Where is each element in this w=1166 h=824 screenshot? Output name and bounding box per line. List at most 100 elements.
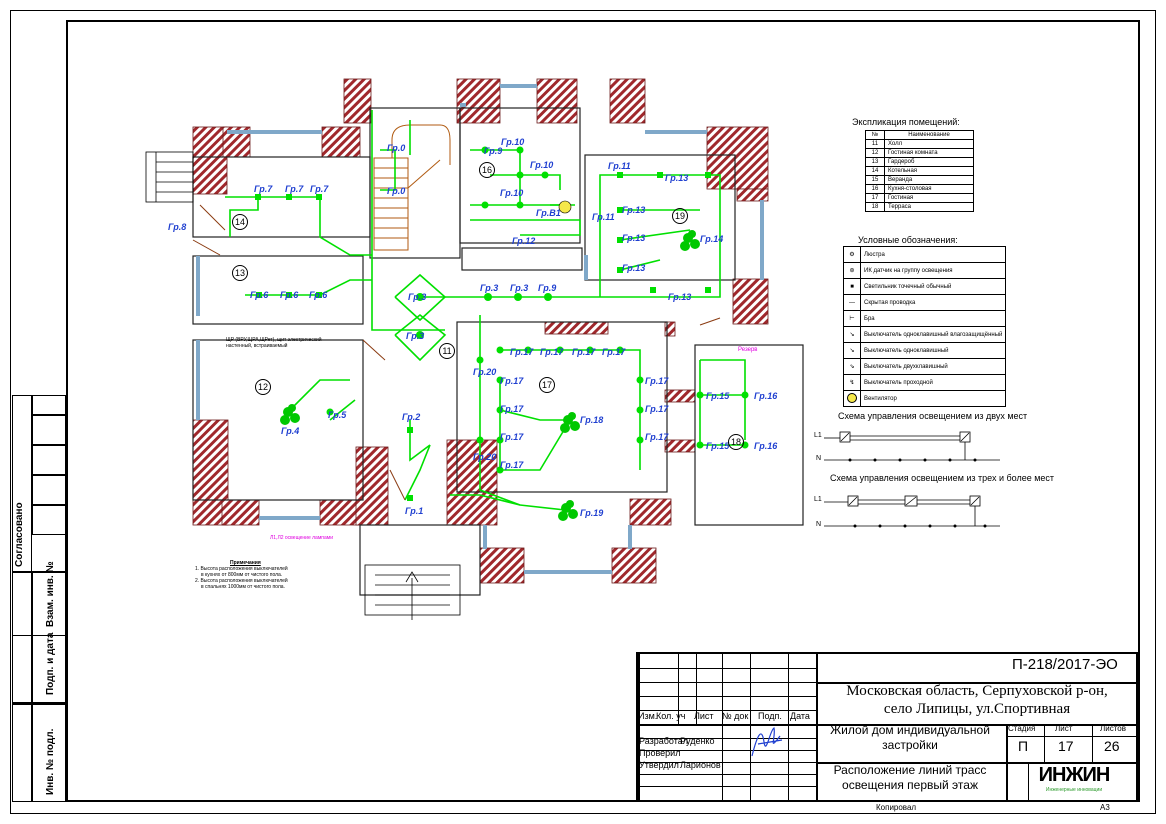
list-item: ⚙Люстра — [843, 246, 1007, 263]
sheet-title: Расположение линий трасс освещения первы… — [833, 763, 987, 792]
checked-label: Проверил — [639, 748, 681, 758]
developer-name: Руденко — [680, 736, 715, 746]
company-logo: ИНЖИН Инженерные инновации — [1030, 764, 1118, 793]
notes-block: Примечания 1. Высота расположения выключ… — [195, 560, 288, 590]
list-item: ↘Выключатель одноклавишный влагозащищённ… — [843, 326, 1007, 343]
group-label: Гр.В1 — [536, 208, 561, 218]
walls — [192, 78, 769, 584]
group-label: Гр.20 — [473, 367, 497, 377]
list-item: ↘Выключатель одноклавишный — [843, 342, 1007, 359]
title-block — [636, 652, 1138, 802]
group-label: Гр.18 — [580, 415, 604, 425]
list-item: ■Светильник точечный обычный — [843, 278, 1007, 295]
col-sign: Подп. — [758, 711, 782, 721]
group-label: Гр.13 — [665, 173, 689, 183]
scheme-two-places — [824, 431, 1000, 462]
group-label: Гр.13 — [622, 205, 646, 215]
reserve-tag: Резерв — [738, 347, 758, 353]
sheet-inner-frame — [66, 20, 1140, 802]
stage-header: Стадия — [1008, 724, 1036, 733]
left-porch-stair — [145, 151, 194, 203]
group-label: Гр.17 — [645, 432, 669, 442]
group-label: Гр.5 — [328, 410, 347, 420]
group-label: Гр.3 — [480, 283, 499, 293]
group-label: Гр.15 — [706, 441, 730, 451]
n-label: N — [816, 455, 822, 462]
logo-subtitle: Инженерные инновации — [1045, 787, 1103, 793]
group-label: Гр.7 — [285, 184, 304, 194]
group-label: Гр.14 — [700, 234, 724, 244]
group-label: Гр.17 — [602, 347, 626, 357]
group-label: Гр.17 — [572, 347, 596, 357]
sheets-value: 26 — [1104, 738, 1120, 754]
group-label: Гр.17 — [500, 432, 524, 442]
group-label: Гр.7 — [310, 184, 329, 194]
group-label: Гр.7 — [254, 184, 273, 194]
group-label: Гр.17 — [510, 347, 534, 357]
chandeliers — [280, 230, 700, 521]
logo-text: ИНЖИН — [1038, 764, 1111, 786]
group-label: Гр.0 — [387, 186, 406, 196]
room-number: 19 — [672, 208, 688, 224]
switch-icon: ↘ — [843, 326, 861, 343]
signature — [751, 727, 783, 757]
list-item: ↯Выключатель проходной — [843, 374, 1007, 391]
sheets-header: Листов — [1100, 724, 1126, 733]
switch-icon: ↘ — [843, 342, 861, 359]
group-label: Гр.9 — [484, 146, 503, 156]
stage-value: П — [1018, 738, 1029, 754]
group-label: Гр.3 — [510, 283, 529, 293]
group-label: Гр.13 — [622, 233, 646, 243]
wall-lamp-icon: ⊢ — [843, 310, 861, 327]
group-label: Гр.17 — [540, 347, 564, 357]
light-points — [255, 146, 749, 501]
n-label: N — [816, 521, 822, 528]
group-label: Гр.2 — [402, 412, 421, 422]
group-label: Гр.6 — [250, 290, 269, 300]
group-label: Гр.9 — [538, 283, 557, 293]
group-label: Гр.0 — [387, 143, 406, 153]
group-label: Гр.17 — [645, 376, 669, 386]
sheet-header: Лист — [1055, 724, 1073, 733]
group-label: Гр.11 — [608, 161, 631, 171]
list-item: ⊛ИК датчик на группу освещения — [843, 262, 1007, 279]
group-label: Гр.17 — [645, 404, 669, 414]
group-label: Гр.3 — [406, 331, 425, 341]
list-item: —Скрытая проводка — [843, 294, 1007, 311]
approved-label: Утвердил — [639, 760, 679, 770]
group-label: Гр.6 — [280, 290, 299, 300]
group-label: Гр.3 — [408, 292, 427, 302]
sensor-icon: ⊛ — [843, 262, 861, 279]
fan-icon — [558, 200, 572, 214]
l1-label: L1 — [814, 432, 822, 439]
group-label: Гр.13 — [622, 263, 646, 273]
group-label: Гр.13 — [668, 292, 692, 302]
group-label: Гр.10 — [501, 137, 525, 147]
group-label: Гр.6 — [309, 290, 328, 300]
room-number: 12 — [255, 379, 271, 395]
room-number: 17 — [539, 377, 555, 393]
spot-icon: ■ — [843, 278, 861, 295]
developed-label: Разработал — [639, 736, 688, 746]
group-label: Гр.10 — [500, 188, 524, 198]
list-item: Вентилятор — [843, 390, 1007, 407]
group-label: Гр.16 — [754, 441, 778, 451]
col-izm: Изм. — [638, 711, 658, 721]
group-label: Гр.1 — [405, 506, 424, 516]
scheme-three-places — [824, 495, 1000, 528]
explication-title: Экспликация помещений: — [852, 117, 960, 127]
doc-code: П-218/2017-ЭО — [1012, 656, 1118, 673]
pink-note: Л1,Л2 освещение лампами — [270, 535, 333, 541]
room-number: 14 — [232, 214, 248, 230]
floor-plan — [145, 78, 804, 620]
approver-name: Ларионов — [680, 760, 721, 770]
group-label: Гр.10 — [530, 160, 554, 170]
room-number: 16 — [479, 162, 495, 178]
doors — [192, 204, 721, 501]
list-item: ⇘Выключатель двухклавишный — [843, 358, 1007, 375]
